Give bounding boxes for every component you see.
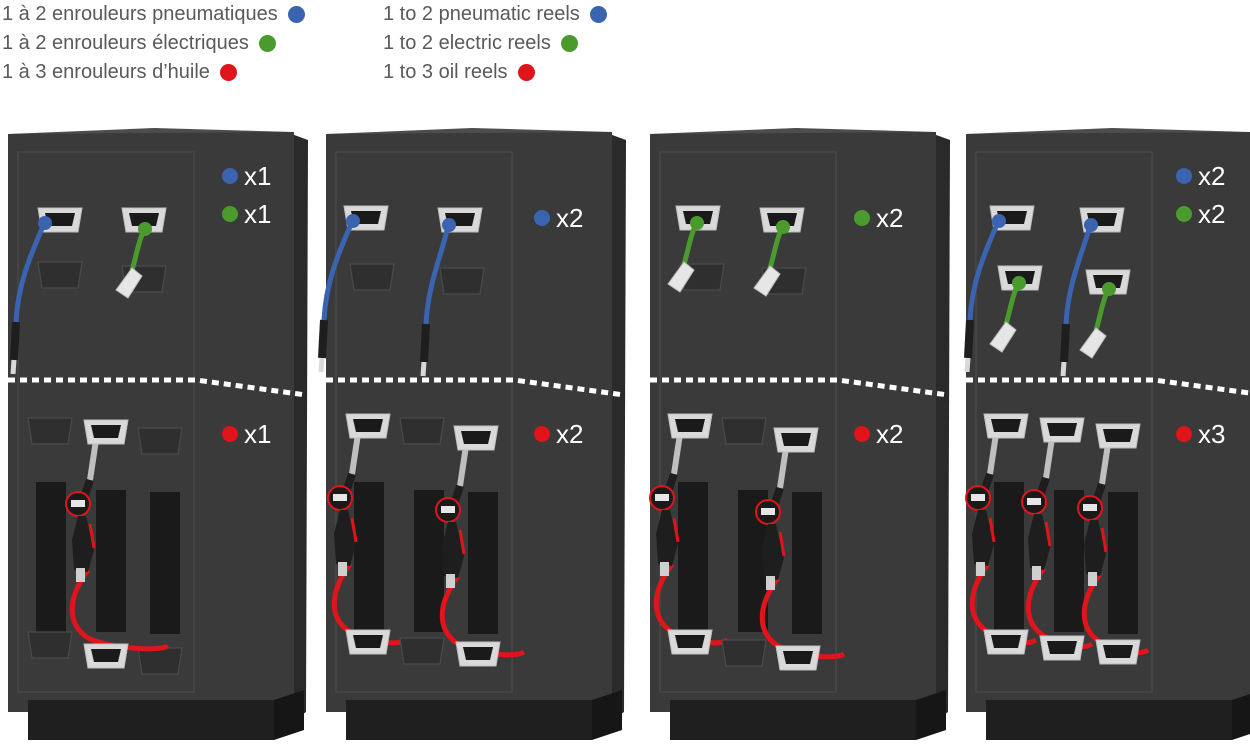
reel-count: x2: [556, 203, 583, 233]
oil-reel-window: [345, 629, 391, 655]
electric-reel-window: [121, 207, 167, 233]
pneumatic-dot-icon: [534, 210, 550, 226]
oil-reel-window: [667, 629, 713, 655]
electric-cable-icon: [753, 220, 790, 297]
cabinet: [649, 128, 950, 740]
pneumatic-hose-icon: [420, 218, 456, 377]
reel-window: [137, 427, 183, 455]
legend-label: 1 à 3 enrouleurs d’huile: [2, 61, 210, 83]
oil-reel-window: [453, 425, 499, 451]
pneumatic-dot-icon: [222, 168, 238, 184]
electric-dot-icon: [854, 210, 870, 226]
oil-dot-icon: [534, 426, 550, 442]
oil-reel-window: [1095, 423, 1141, 449]
cabinet: [964, 128, 1250, 740]
oil-gun-icon: [65, 419, 170, 652]
legend-english: 1 to 2 pneumatic reels 1 to 2 electric r…: [383, 0, 607, 87]
reel-count: x2: [556, 419, 583, 449]
electric-dot-icon: [1176, 206, 1192, 222]
pneumatic-hose-icon: [10, 216, 52, 375]
legend-item-electric: 1 à 2 enrouleurs électriques: [2, 29, 305, 58]
reel-window: [137, 647, 183, 675]
pneumatic-hose-icon: [1060, 218, 1098, 377]
electric-dot-icon: [222, 206, 238, 222]
reel-window: [37, 261, 83, 289]
red-dot-icon: [517, 64, 535, 81]
reel-window: [27, 631, 73, 659]
green-dot-icon: [560, 35, 578, 52]
green-dot-icon: [258, 35, 276, 52]
oil-reel-window: [1095, 639, 1141, 665]
oil-reel-window: [83, 419, 129, 445]
legend-label: 1 to 2 electric reels: [383, 32, 551, 54]
pneumatic-hose-icon: [964, 214, 1006, 373]
legend-label: 1 à 2 enrouleurs électriques: [2, 32, 249, 54]
legend-item-pneumatic: 1 à 2 enrouleurs pneumatiques: [2, 0, 305, 29]
cabinet: [8, 128, 308, 740]
legend-french: 1 à 2 enrouleurs pneumatiques 1 à 2 enro…: [2, 0, 305, 87]
legend-item-oil: 1 à 3 enrouleurs d’huile: [2, 58, 305, 87]
reel-count: x1: [244, 419, 271, 449]
oil-gun-icon: [1021, 417, 1094, 650]
legend-item-oil: 1 to 3 oil reels: [383, 58, 607, 87]
cabinet: [318, 128, 626, 740]
reel-window: [399, 417, 445, 445]
reel-window: [721, 639, 767, 667]
oil-dot-icon: [854, 426, 870, 442]
oil-reel-window: [775, 645, 821, 671]
reel-count: x1: [244, 161, 271, 191]
pneumatic-dot-icon: [1176, 168, 1192, 184]
oil-dot-icon: [222, 426, 238, 442]
oil-reel-window: [455, 641, 501, 667]
oil-reel-window: [345, 413, 391, 439]
oil-reel-window: [773, 427, 819, 453]
oil-gun-icon: [327, 413, 408, 646]
electric-cable-icon: [667, 216, 704, 293]
red-dot-icon: [219, 64, 237, 81]
reel-window: [399, 637, 445, 665]
electric-cable-icon: [115, 222, 152, 299]
legend-label: 1 à 2 enrouleurs pneumatiques: [2, 3, 278, 25]
reel-count: x1: [244, 199, 271, 229]
electric-cable-icon: [1079, 282, 1116, 359]
reel-count: x2: [876, 203, 903, 233]
reel-window: [27, 417, 73, 445]
blue-dot-icon: [287, 6, 305, 23]
oil-reel-window: [83, 643, 129, 669]
reel-count: x2: [1198, 161, 1225, 191]
oil-reel-window: [983, 629, 1029, 655]
reel-window: [439, 267, 485, 295]
oil-reel-window: [1039, 635, 1085, 661]
blue-dot-icon: [589, 6, 607, 23]
pneumatic-hose-icon: [318, 214, 360, 373]
legend-label: 1 to 3 oil reels: [383, 61, 508, 83]
oil-reel-window: [1039, 417, 1085, 443]
reel-window: [721, 417, 767, 445]
electric-cable-icon: [989, 276, 1026, 353]
reel-count: x2: [1198, 199, 1225, 229]
legend-item-pneumatic: 1 to 2 pneumatic reels: [383, 0, 607, 29]
reel-count: x2: [876, 419, 903, 449]
electric-reel-window: [1085, 269, 1131, 295]
oil-reel-window: [983, 413, 1029, 439]
legend-item-electric: 1 to 2 electric reels: [383, 29, 607, 58]
reel-window: [349, 263, 395, 291]
legend-label: 1 to 2 pneumatic reels: [383, 3, 580, 25]
oil-reel-window: [667, 413, 713, 439]
reel-count: x3: [1198, 419, 1225, 449]
electric-reel-window: [759, 207, 805, 233]
oil-dot-icon: [1176, 426, 1192, 442]
